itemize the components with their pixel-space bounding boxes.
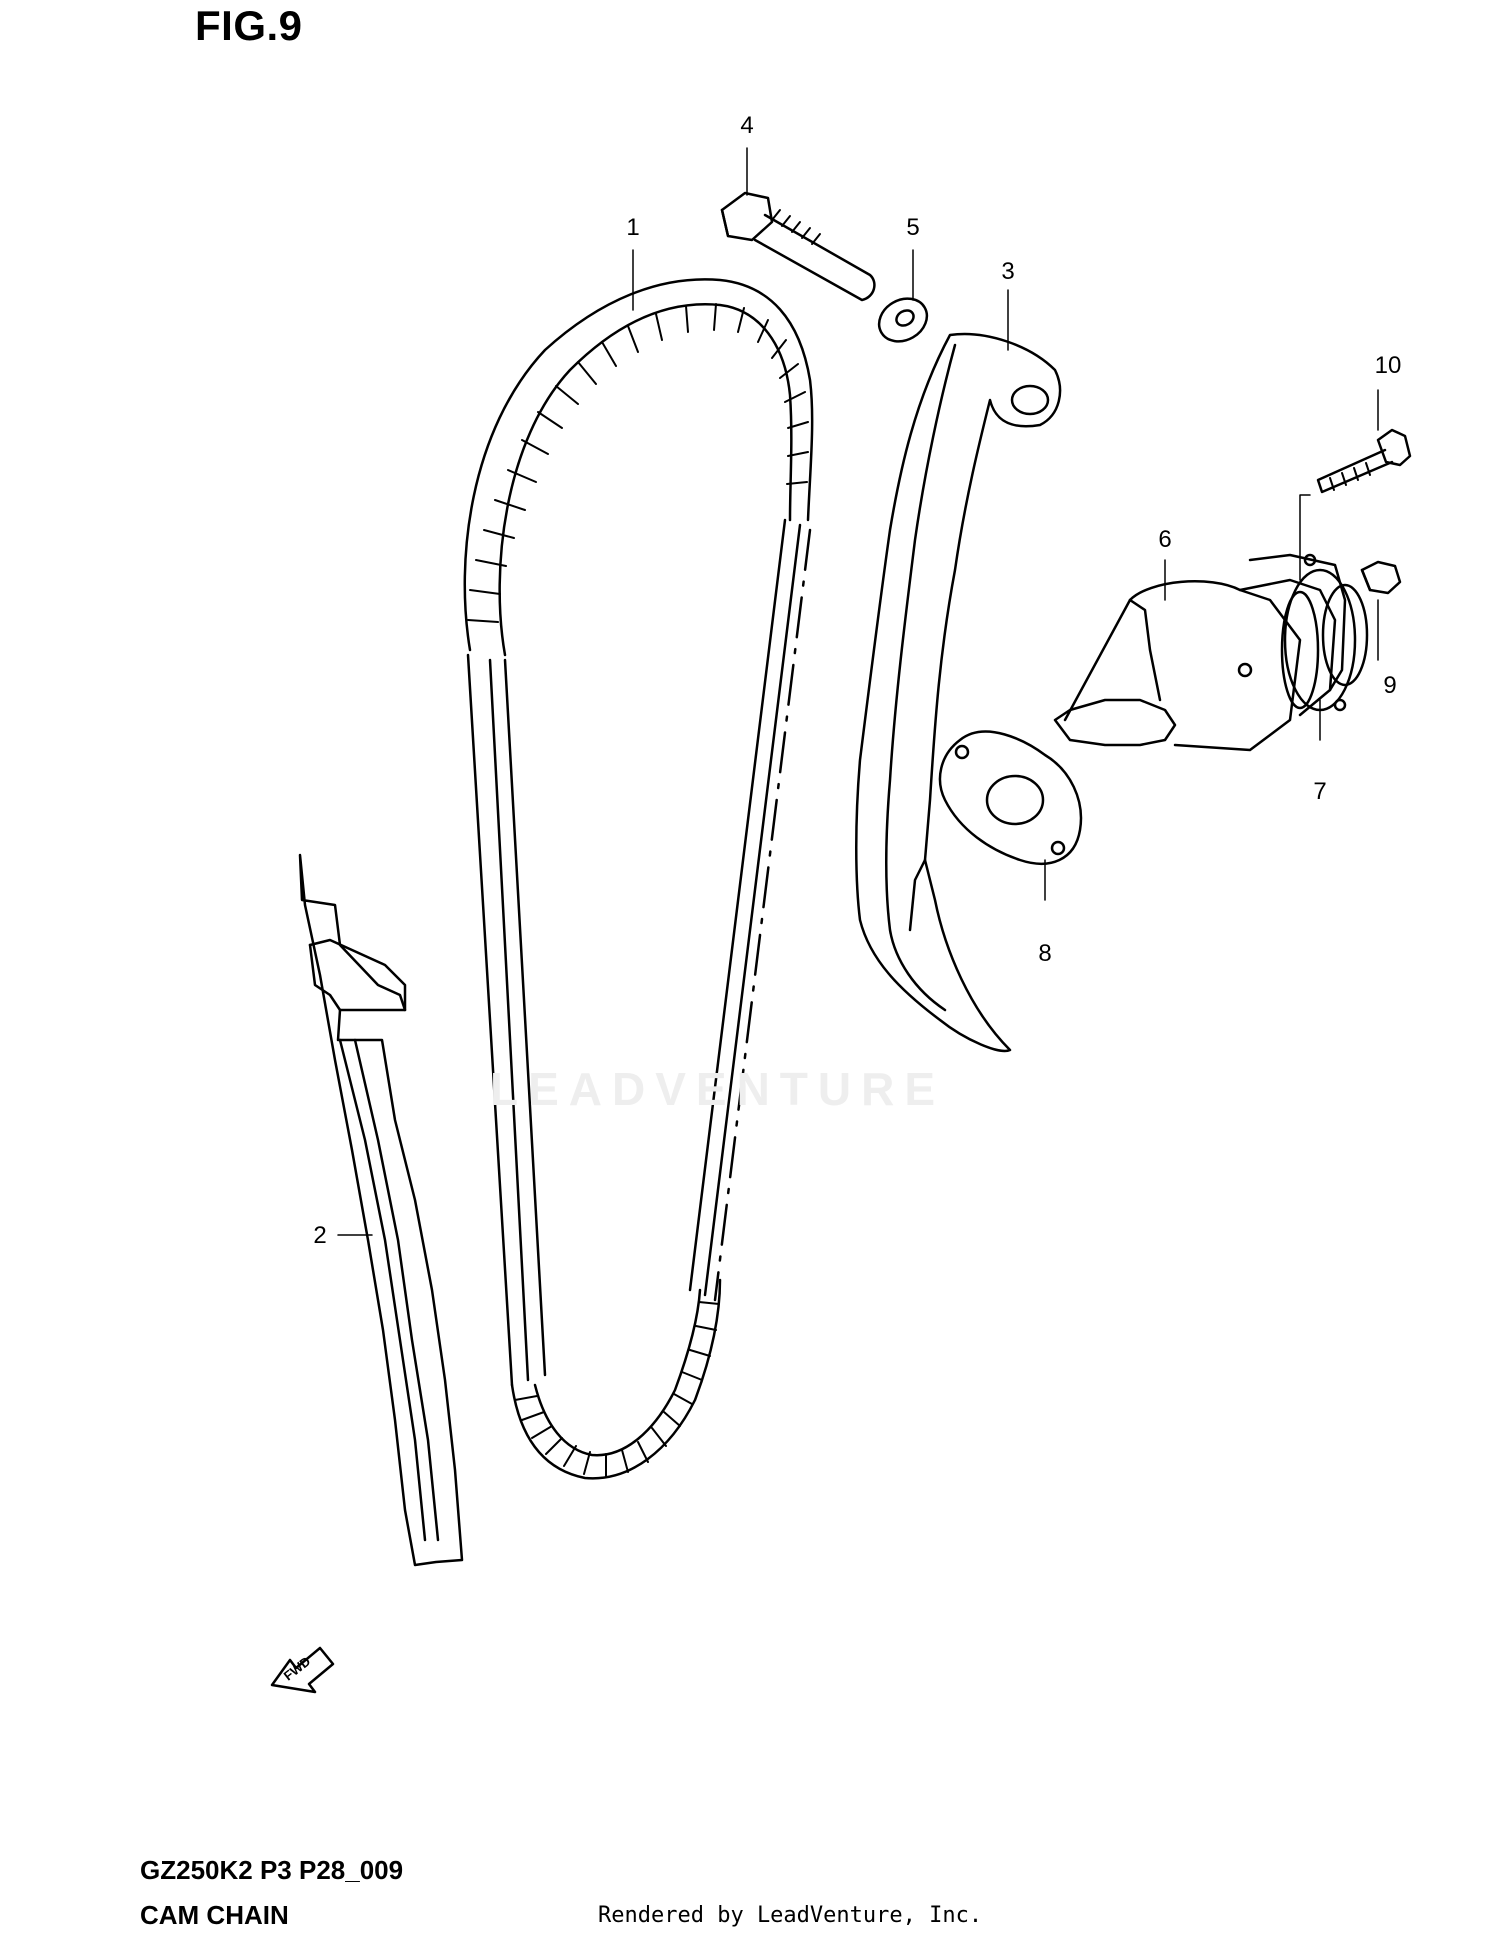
cam-chain-guide-front-part[interactable] xyxy=(298,853,464,1567)
callout-9[interactable]: 9 xyxy=(1383,672,1397,699)
tensioner-guide-bolt-part[interactable] xyxy=(720,191,876,302)
callout-5[interactable]: 5 xyxy=(906,214,920,241)
fwd-arrow-icon xyxy=(270,1646,335,1694)
tensioner-adjuster-part[interactable] xyxy=(1053,553,1369,752)
figure-title: FIG.9 xyxy=(195,2,303,49)
callout-8[interactable]: 8 xyxy=(1038,940,1052,967)
callout-4[interactable]: 4 xyxy=(740,112,754,139)
cap-bolt-part[interactable] xyxy=(1360,560,1402,595)
leader-lines xyxy=(337,147,1379,1236)
callout-2[interactable]: 2 xyxy=(313,1222,327,1249)
rendered-by-credit: Rendered by LeadVenture, Inc. xyxy=(598,1903,983,1928)
watermark-text: LEADVENTURE xyxy=(490,1063,946,1115)
callout-1[interactable]: 1 xyxy=(626,214,640,241)
callout-6[interactable]: 6 xyxy=(1158,526,1172,553)
gasket-part[interactable] xyxy=(938,730,1083,865)
model-code: GZ250K2 P3 P28_009 xyxy=(140,1855,404,1885)
callout-10[interactable]: 10 xyxy=(1374,352,1402,379)
washer-part[interactable] xyxy=(871,290,934,350)
o-ring-part[interactable] xyxy=(1280,590,1320,710)
cam-chain-part[interactable] xyxy=(463,278,814,1480)
callout-3[interactable]: 3 xyxy=(1001,258,1015,285)
bolt-part[interactable] xyxy=(1316,428,1412,494)
callout-7[interactable]: 7 xyxy=(1313,778,1327,805)
section-name: CAM CHAIN xyxy=(140,1900,289,1930)
tensioner-guide-part[interactable] xyxy=(855,332,1062,1053)
